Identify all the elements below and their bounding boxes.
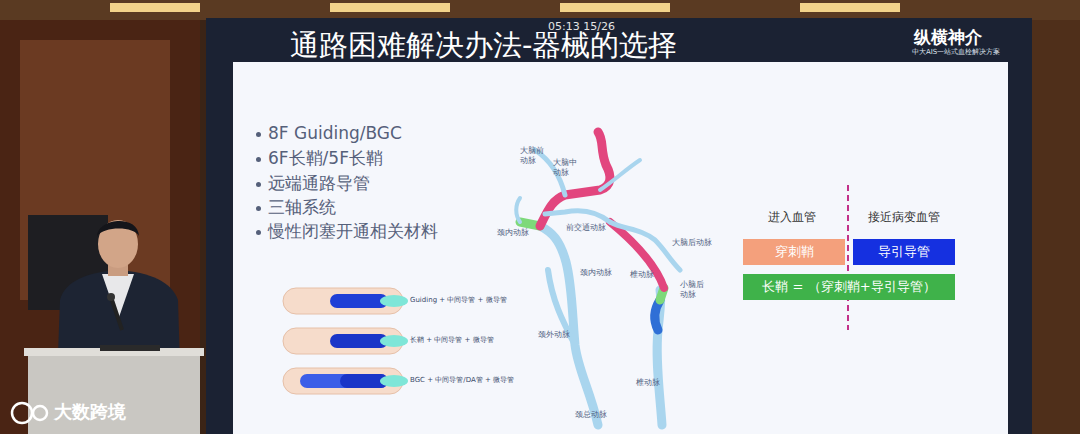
vessel-label: 椎动脉 xyxy=(636,378,660,388)
catheter-label: 长鞘 + 中间导管 + 微导管 xyxy=(410,336,494,344)
vessel-illustration xyxy=(655,300,660,330)
device-box: 长鞘 = （穿刺鞘+导引导管） xyxy=(743,274,955,300)
screen xyxy=(206,18,1032,434)
room xyxy=(1032,20,1080,434)
room xyxy=(800,3,900,12)
vessel-illustration xyxy=(545,211,610,222)
bullet-item: 6F长鞘/5F长鞘 xyxy=(268,148,383,168)
catheter-illustration xyxy=(380,335,408,347)
screen xyxy=(206,18,1032,434)
bullet-dot xyxy=(256,157,261,162)
bullet-dot xyxy=(256,132,261,137)
vessel-label: 大脑中动脉 xyxy=(553,158,581,177)
catheter-illustration xyxy=(380,375,408,387)
column-header: 接近病变血管 xyxy=(868,210,940,224)
slide-title: 通路困难解决办法-器械的选择 xyxy=(290,28,677,63)
vessel-illustration xyxy=(600,160,640,190)
bullet-dot xyxy=(256,230,261,235)
screen xyxy=(233,62,1008,434)
watermark-logo xyxy=(12,403,47,423)
room xyxy=(110,3,200,12)
bullet-item: 慢性闭塞开通相关材料 xyxy=(268,221,438,241)
catheter-illustration xyxy=(300,374,388,388)
presenter xyxy=(98,220,138,268)
podium xyxy=(100,345,160,351)
bullet-item: 三轴系统 xyxy=(268,197,336,217)
device-box: 导引导管 xyxy=(853,239,955,265)
logo-text: 纵横神介 xyxy=(914,27,982,47)
divider-line xyxy=(847,185,849,330)
bullet-item: 8F Guiding/BGC xyxy=(268,123,402,143)
room xyxy=(0,0,1080,20)
bullet-item: 远端通路导管 xyxy=(268,173,370,193)
catheter-illustration xyxy=(283,288,408,394)
catheter-label: Guiding + 中间导管 + 微导管 xyxy=(410,296,507,304)
room xyxy=(560,3,670,12)
bullet-dot xyxy=(256,182,261,187)
vessel-label: 颈内动脉 xyxy=(497,228,529,238)
podium xyxy=(28,352,200,434)
catheter-label: BGC + 中间导管/DA管 + 微导管 xyxy=(410,376,514,384)
watermark: 大数跨境 xyxy=(54,401,126,423)
bullet-dot xyxy=(256,206,261,211)
room xyxy=(330,3,450,12)
box-text: 导引导管 xyxy=(878,243,930,261)
presenter xyxy=(112,300,122,330)
vessel-label: 颈内动脉 xyxy=(580,268,612,278)
room xyxy=(0,20,200,434)
watermark-logo xyxy=(33,406,47,420)
vessel-label: 颈外动脉 xyxy=(538,330,570,340)
vessel-label: 颈总动脉 xyxy=(575,410,607,420)
presenter xyxy=(107,293,115,301)
box-text: 穿刺鞘 xyxy=(775,243,814,261)
device-box: 穿刺鞘 xyxy=(743,239,845,265)
vessel-illustration xyxy=(610,222,680,270)
vessel-label: 小脑后动脉 xyxy=(680,280,708,299)
box-text: 长鞘 = （穿刺鞘+导引导管） xyxy=(762,278,935,296)
vessel-label: 椎动脉 xyxy=(630,270,654,280)
vessel-label: 前交通动脉 xyxy=(566,223,606,233)
vessel-label: 大脑后动脉 xyxy=(672,238,712,248)
vessel-label: 大脑前动脉 xyxy=(520,146,548,165)
column-header: 进入血管 xyxy=(768,210,816,224)
vessel-illustration xyxy=(540,226,598,425)
catheter-illustration xyxy=(380,295,408,307)
catheter-illustration xyxy=(330,334,388,348)
watermark-logo xyxy=(12,403,32,423)
vessel-illustration xyxy=(516,198,520,222)
vessel-illustration xyxy=(516,132,680,425)
timestamp: 05:13 15/26 xyxy=(548,20,615,33)
podium xyxy=(24,345,204,434)
divider-line xyxy=(848,185,849,330)
catheter-illustration xyxy=(330,294,388,308)
logo-subtitle: 中大AIS一站式血栓解决方案 xyxy=(912,48,1000,56)
presenter xyxy=(97,221,139,236)
vessel-illustration xyxy=(540,132,610,226)
